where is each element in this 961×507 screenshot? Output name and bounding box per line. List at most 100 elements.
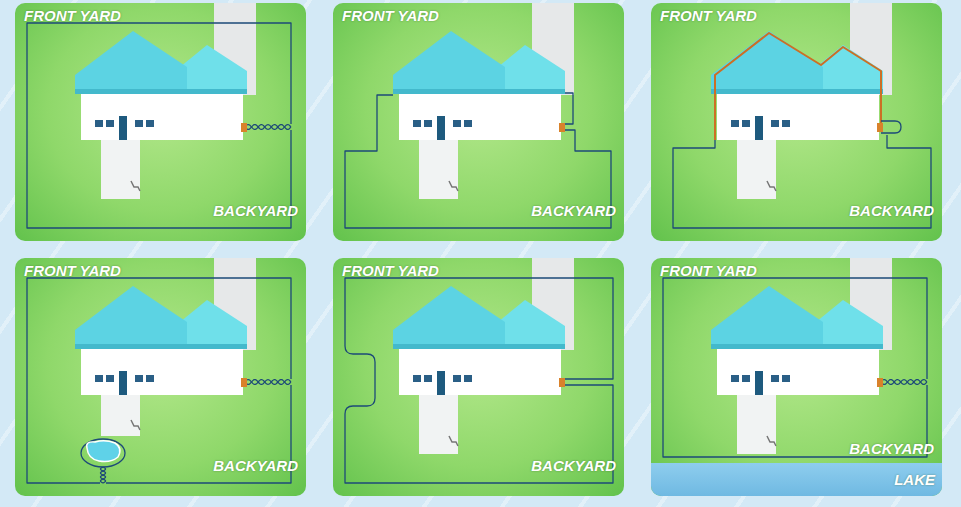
house-wall (81, 89, 243, 140)
charging-station (241, 123, 247, 132)
backyard-label: BACKYARD (213, 202, 298, 220)
window (464, 375, 472, 382)
house-wall (399, 89, 561, 140)
patio (737, 137, 776, 199)
charging-station (877, 123, 883, 132)
patio-chair (131, 420, 140, 430)
backyard-label: BACKYARD (849, 440, 934, 458)
house-roof (498, 300, 565, 348)
house-wall (717, 344, 879, 395)
window (771, 120, 779, 127)
door (755, 116, 763, 140)
window (742, 375, 750, 382)
lake-band: LAKE (651, 463, 942, 496)
window (782, 375, 790, 382)
yard-illustration (651, 258, 942, 496)
window (731, 375, 739, 382)
window (742, 120, 750, 127)
charging-station (559, 123, 565, 132)
window (424, 120, 432, 127)
boundary-wire (345, 278, 613, 483)
house-roof (816, 300, 883, 348)
door (119, 371, 127, 395)
backyard-label: BACKYARD (531, 202, 616, 220)
twisted-wire (245, 125, 291, 130)
roof-eave (75, 344, 247, 349)
house-wall (81, 344, 243, 395)
house-roof (393, 31, 505, 93)
yard-panel: FRONT YARDBACKYARD (15, 3, 306, 241)
yard-panel: FRONT YARD BACKYARD (15, 258, 306, 496)
twisted-wire (245, 380, 291, 385)
roof-eave (711, 344, 883, 349)
door (437, 371, 445, 395)
twisted-wire (245, 125, 291, 130)
front-yard-label: FRONT YARD (342, 7, 439, 25)
boundary-wire (881, 121, 901, 133)
house-roof (711, 31, 823, 93)
charging-station (559, 378, 565, 387)
patio (101, 392, 140, 436)
yard-panel: LAKE FRONT YARD BACKYARD (651, 258, 942, 496)
pool-wire (81, 439, 125, 467)
patio-chair (449, 436, 458, 446)
front-yard-label: FRONT YARD (24, 262, 121, 280)
window (453, 375, 461, 382)
patio-chair (131, 181, 140, 191)
backyard-label: BACKYARD (531, 457, 616, 475)
roof-eave (393, 344, 565, 349)
window (135, 120, 143, 127)
charging-station (241, 378, 247, 387)
roof-eave (75, 89, 247, 94)
window (106, 375, 114, 382)
twisted-wire (100, 467, 105, 483)
door (755, 371, 763, 395)
house-roof (180, 45, 247, 93)
backyard-label: BACKYARD (213, 457, 298, 475)
window (771, 375, 779, 382)
boundary-wire (27, 23, 291, 228)
lake-label: LAKE (894, 471, 935, 489)
patio-chair (449, 181, 458, 191)
window (106, 120, 114, 127)
patio-chair (767, 436, 776, 446)
front-yard-label: FRONT YARD (342, 262, 439, 280)
house-roof (75, 31, 187, 93)
house-roof (75, 286, 187, 348)
window (453, 120, 461, 127)
house-roof (393, 286, 505, 348)
twisted-wire (881, 380, 927, 385)
roof-eave (711, 89, 883, 94)
window (146, 120, 154, 127)
window (464, 120, 472, 127)
patio (419, 137, 458, 199)
house-wall (399, 344, 561, 395)
window (731, 120, 739, 127)
patio (419, 392, 458, 454)
door (437, 116, 445, 140)
boundary-wire (663, 278, 927, 457)
twisted-wire (245, 380, 291, 385)
patio (101, 137, 140, 199)
patio-chair (767, 181, 776, 191)
window (95, 375, 103, 382)
front-yard-label: FRONT YARD (660, 262, 757, 280)
yard-panel: FRONT YARD BACKYARD (333, 258, 624, 496)
charging-station (877, 378, 883, 387)
patio (737, 392, 776, 454)
window (413, 120, 421, 127)
window (413, 375, 421, 382)
front-yard-label: FRONT YARD (660, 7, 757, 25)
backyard-label: BACKYARD (849, 202, 934, 220)
house-roof (711, 286, 823, 348)
boundary-wire (27, 278, 291, 483)
window (782, 120, 790, 127)
window (146, 375, 154, 382)
roof-wire (715, 33, 881, 140)
roof-eave (393, 89, 565, 94)
yard-panel: FRONT YARD BACKYARD (651, 3, 942, 241)
yard-panel: FRONT YARD BACKYARD (333, 3, 624, 241)
window (95, 120, 103, 127)
twisted-wire (881, 380, 927, 385)
house-roof (180, 300, 247, 348)
